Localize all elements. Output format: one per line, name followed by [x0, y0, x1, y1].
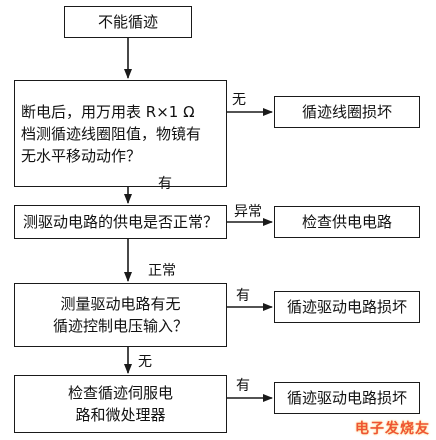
result-r3-driver-damaged: 循迹驱动电路损坏: [274, 291, 420, 323]
q1-line-1: 断电后，用万用表 R×1 Ω: [21, 102, 195, 121]
q1-line-3: 无水平移动动作？: [21, 146, 142, 165]
q1-line-2: 档测循迹线圈阻值，物镜有: [21, 124, 202, 143]
q4-line-2: 路和微处理器: [75, 406, 166, 424]
node-q1-coil-resistance: 断电后，用万用表 R×1 Ω 档测循迹线圈阻值，物镜有 无水平移动动作？: [14, 80, 227, 187]
result-r4-driver-damaged: 循迹驱动电路损坏: [274, 382, 420, 414]
q3-line-1: 测量驱动电路有无: [60, 295, 181, 313]
q3-line-2: 循迹控制电压输入？: [52, 317, 188, 335]
edge-label-q3-yes: 有: [236, 288, 250, 304]
result-r2-check-supply: 检查供电电路: [274, 206, 420, 238]
edge-label-q1-yes: 有: [158, 176, 172, 192]
node-start: 不能循迹: [64, 6, 192, 38]
edge-label-q1-no: 无: [232, 92, 246, 108]
node-q3-control-voltage: 测量驱动电路有无 循迹控制电压输入？: [14, 283, 227, 347]
edge-label-q2-abnormal: 异常: [234, 204, 262, 220]
node-q2-driver-supply: 测驱动电路的供电是否正常？: [14, 205, 227, 239]
node-q4-servo-mcu: 检查循迹伺服电 路和微处理器: [14, 375, 227, 433]
edge-label-q4-yes: 有: [236, 378, 250, 394]
edge-label-q2-normal: 正常: [148, 263, 176, 279]
edge-label-q3-no: 无: [138, 354, 152, 370]
result-r1-coil-damaged: 循迹线圈损坏: [274, 96, 420, 128]
q4-line-1: 检查循迹伺服电: [67, 384, 173, 402]
watermark-logo: 电子发烧友: [355, 421, 430, 437]
